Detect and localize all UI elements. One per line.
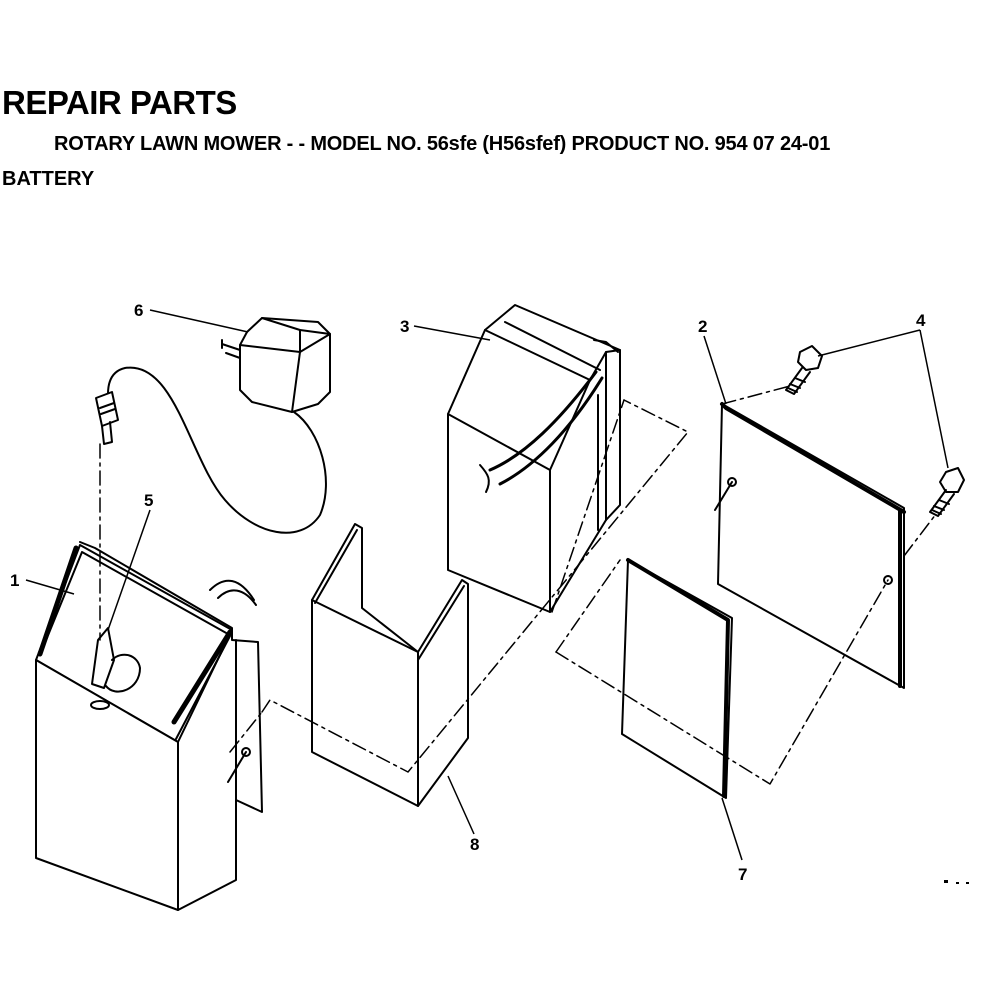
callout-7: 7 [738,865,747,884]
leader-line-6 [149,309,249,333]
callout-3: 3 [400,317,409,336]
page-title: REPAIR PARTS [2,84,237,121]
part-2-plate [714,402,906,689]
leader-line-7 [721,797,743,861]
part-3-battery [447,304,621,613]
scan-artifacts [944,880,969,884]
callout-5: 5 [144,491,153,510]
page-subtitle: ROTARY LAWN MOWER - - MODEL NO. 56sfe (H… [54,133,831,155]
leader-line-5 [107,509,151,631]
section-heading: BATTERY [2,168,95,190]
leader-line-4 [817,329,949,469]
callout-8: 8 [470,835,479,854]
leader-line-8 [447,775,475,835]
part-4-bolt-upper [785,345,823,395]
part-6-charger [95,317,331,534]
part-8-bracket [311,523,469,807]
callout-1: 1 [10,571,19,590]
part-1-battery-box [35,541,263,911]
callout-6: 6 [134,301,143,320]
leader-line-3 [413,325,491,341]
leader-line-1 [25,579,75,595]
callout-4: 4 [916,311,926,330]
part-4-bolt-lower [929,467,965,517]
leader-line-2 [703,335,727,405]
callout-2: 2 [698,317,707,336]
part-7-pad [621,558,733,799]
